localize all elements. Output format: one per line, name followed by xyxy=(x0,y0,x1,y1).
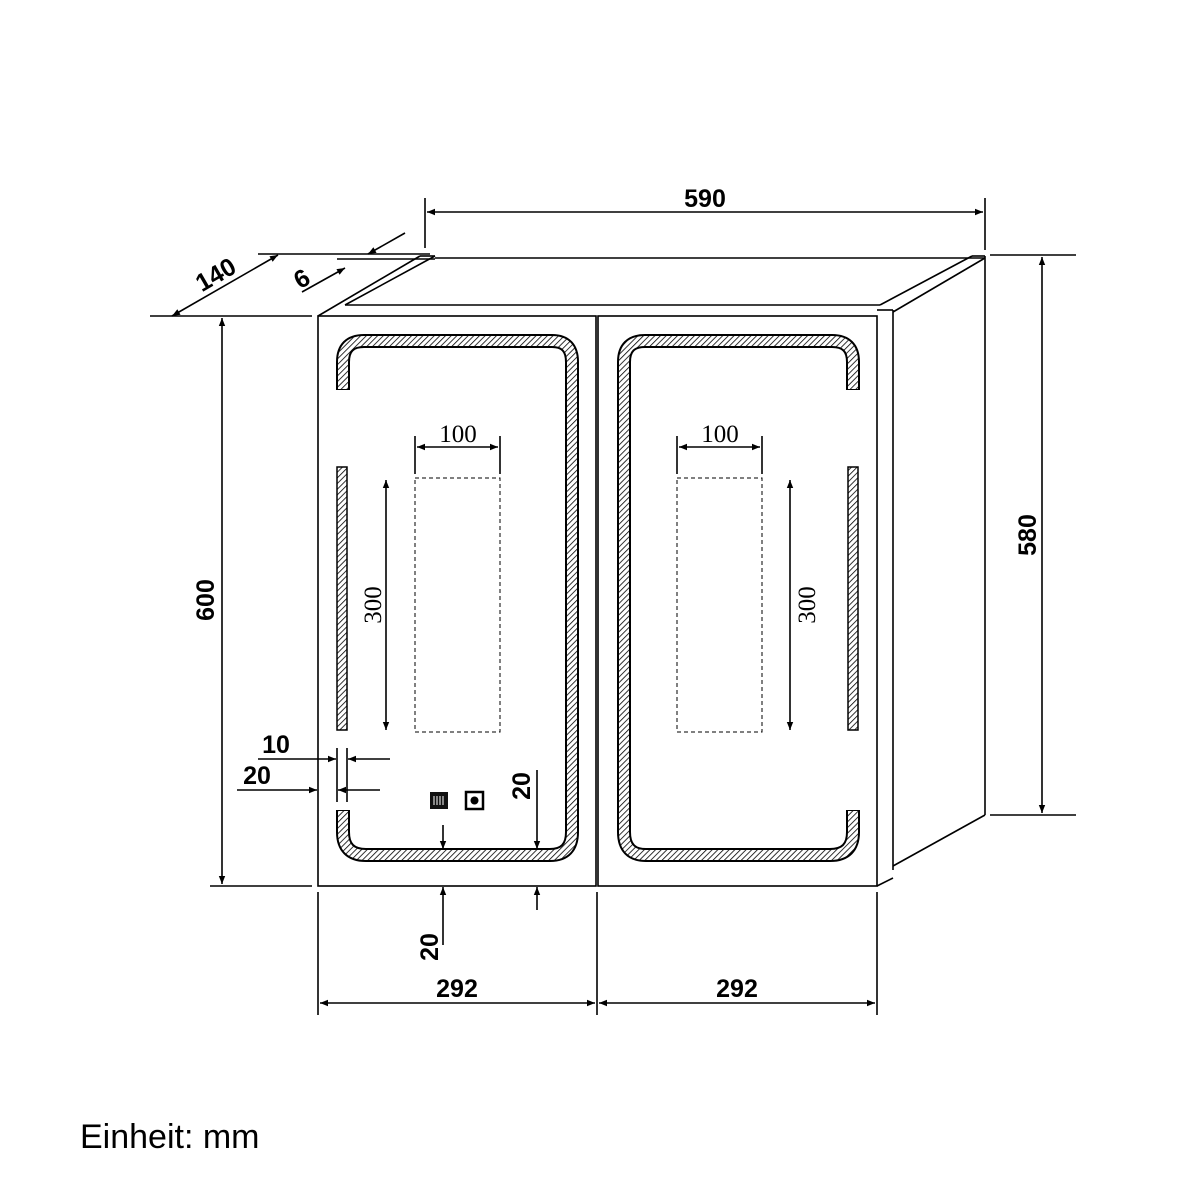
led-strips-right-door xyxy=(617,334,860,862)
dim-height-side: 580 xyxy=(1014,514,1042,556)
dim-bottom-margin-left: 20 xyxy=(416,933,444,961)
light-switch-icon xyxy=(464,790,485,811)
dim-mirror-thickness: 6 xyxy=(289,263,315,294)
dim-defog-height-right: 300 xyxy=(794,586,821,624)
dim-defog-width-right: 100 xyxy=(701,421,739,448)
cabinet-body xyxy=(317,255,986,887)
led-strips-left-door xyxy=(336,334,579,862)
unit-label: Einheit: mm xyxy=(80,1118,260,1156)
defog-area-left xyxy=(414,477,501,733)
dim-led-gap: 10 xyxy=(262,731,290,759)
defog-area-right xyxy=(676,477,763,733)
dim-door-width-left: 292 xyxy=(436,975,478,1003)
dim-defog-height-left: 300 xyxy=(360,586,387,624)
dim-depth: 140 xyxy=(191,253,241,298)
dim-bottom-margin-right: 20 xyxy=(508,772,536,800)
dim-defog-width-left: 100 xyxy=(439,421,477,448)
dim-total-width: 590 xyxy=(684,185,726,213)
dim-height-front: 600 xyxy=(192,579,220,621)
dimension-lines xyxy=(150,198,1076,1015)
dim-door-width-right: 292 xyxy=(716,975,758,1003)
defog-switch-icon xyxy=(430,792,448,809)
dim-led-offset: 20 xyxy=(243,762,271,790)
